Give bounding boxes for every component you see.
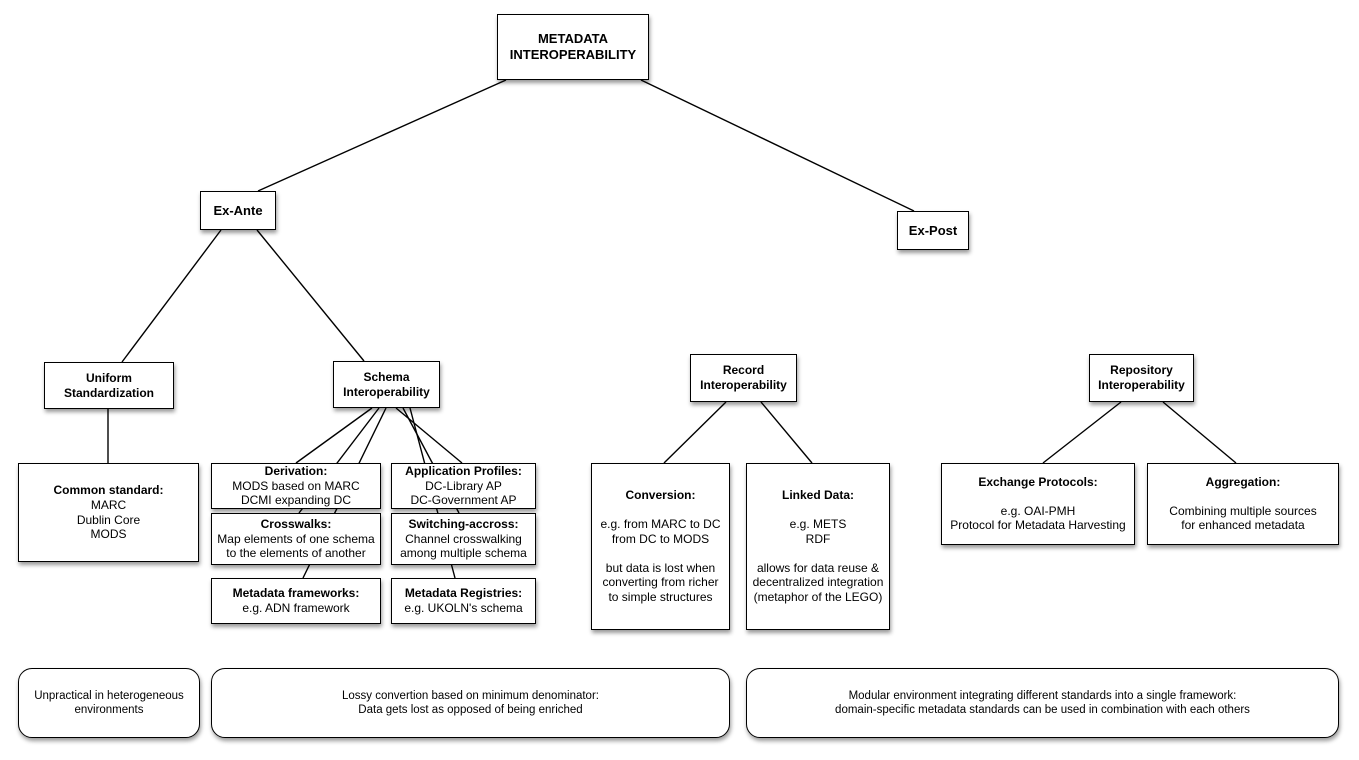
node-body: e.g. from MARC to DC from DC to MODS but…: [600, 516, 721, 605]
node-record-interoperability: Record Interoperability: [690, 354, 797, 402]
node-crosswalks: Crosswalks: Map elements of one schema t…: [211, 513, 381, 565]
node-body: e.g. METS RDF allows for data reuse & de…: [752, 516, 884, 605]
note-label: Unpractical in heterogeneous environment…: [34, 689, 184, 716]
node-metadata-frameworks: Metadata frameworks: e.g. ADN framework: [211, 578, 381, 624]
node-exchange-protocols: Exchange Protocols: e.g. OAI-PMH Protoco…: [941, 463, 1135, 545]
node-title: Linked Data:: [781, 488, 854, 503]
connector-record-conversion: [663, 401, 727, 464]
note-unpractical: Unpractical in heterogeneous environment…: [18, 668, 200, 738]
connector-record-linked: [760, 401, 813, 464]
node-body: MARC Dublin Core MODS: [76, 497, 141, 542]
node-title: Common standard:: [53, 483, 164, 498]
node-title: Metadata Registries:: [404, 586, 523, 601]
node-title: Switching-accross:: [408, 517, 519, 532]
connector-exante-uniform: [121, 229, 222, 363]
node-body: MODS based on MARC DCMI expanding DC: [232, 478, 360, 508]
note-label: Lossy convertion based on minimum denomi…: [342, 689, 599, 716]
node-switching-accross: Switching-accross: Channel crosswalking …: [391, 513, 536, 565]
node-ex-post: Ex-Post: [897, 211, 969, 250]
node-label: Schema Interoperability: [343, 369, 430, 399]
node-body: e.g. OAI-PMH Protocol for Metadata Harve…: [950, 503, 1126, 533]
node-title: Derivation:: [264, 464, 328, 479]
node-title: Application Profiles:: [405, 464, 522, 479]
node-application-profiles: Application Profiles: DC-Library AP DC-G…: [391, 463, 536, 509]
connector-schema-derivation: [295, 407, 373, 464]
node-label: Ex-Ante: [213, 202, 263, 218]
node-metadata-registries: Metadata Registries: e.g. UKOLN's schema: [391, 578, 536, 624]
node-label: Uniform Standardization: [63, 370, 154, 400]
connector-exante-schema: [256, 229, 365, 362]
connector-root-exante: [257, 79, 507, 192]
node-aggregation: Aggregation: Combining multiple sources …: [1147, 463, 1339, 545]
connector-repo-aggregation: [1162, 401, 1237, 464]
node-uniform-standardization: Uniform Standardization: [44, 362, 174, 409]
connector-schema-appprof: [395, 407, 463, 464]
node-body: e.g. UKOLN's schema: [404, 601, 523, 615]
node-metadata-interoperability: METADATA INTEROPERABILITY: [497, 14, 649, 80]
node-ex-ante: Ex-Ante: [200, 191, 276, 230]
node-title: Crosswalks:: [260, 517, 332, 532]
node-label: Record Interoperability: [700, 363, 787, 392]
node-label: Ex-Post: [908, 222, 958, 238]
node-title: Metadata frameworks:: [232, 586, 360, 601]
node-schema-interoperability: Schema Interoperability: [333, 361, 440, 408]
note-lossy-convertion: Lossy convertion based on minimum denomi…: [211, 668, 730, 738]
node-body: DC-Library AP DC-Government AP: [410, 478, 517, 508]
node-derivation: Derivation: MODS based on MARC DCMI expa…: [211, 463, 381, 509]
node-label: Repository Interoperability: [1098, 363, 1185, 392]
connector-repo-exchange: [1042, 401, 1122, 464]
node-body: Combining multiple sources for enhanced …: [1169, 503, 1317, 533]
node-label: METADATA INTEROPERABILITY: [509, 31, 637, 62]
node-linked-data: Linked Data: e.g. METS RDF allows for da…: [746, 463, 890, 630]
connector-root-expost: [640, 79, 915, 212]
node-conversion: Conversion: e.g. from MARC to DC from DC…: [591, 463, 730, 630]
note-label: Modular environment integrating differen…: [835, 689, 1250, 716]
node-repository-interoperability: Repository Interoperability: [1089, 354, 1194, 402]
node-title: Aggregation:: [1205, 475, 1281, 490]
node-body: Channel crosswalking among multiple sche…: [400, 531, 527, 561]
node-title: Exchange Protocols:: [978, 475, 1098, 490]
node-title: Conversion:: [625, 488, 696, 503]
node-body: Map elements of one schema to the elemen…: [217, 531, 375, 561]
node-common-standard: Common standard: MARC Dublin Core MODS: [18, 463, 199, 562]
node-body: e.g. ADN framework: [242, 601, 350, 615]
note-modular-environment: Modular environment integrating differen…: [746, 668, 1339, 738]
